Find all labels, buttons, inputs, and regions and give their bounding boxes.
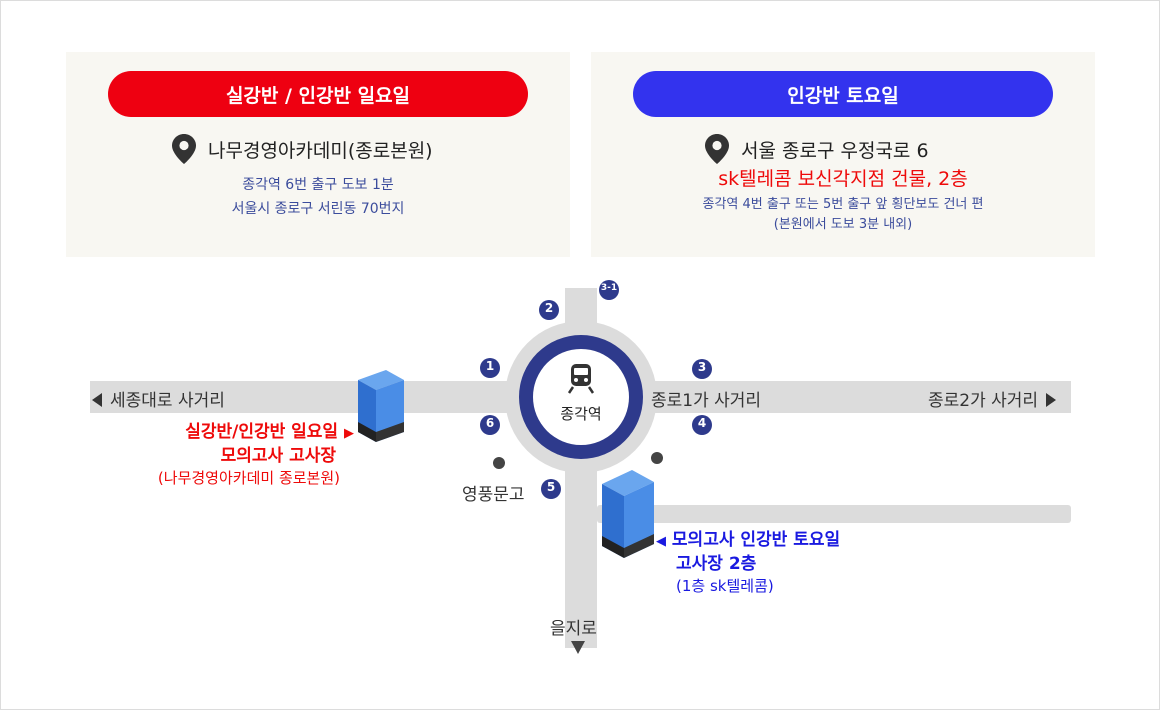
sunday-info-card: 실강반 / 인강반 일요일 나무경영아카데미(종로본원) 종각역 6번 출구 도… bbox=[66, 52, 570, 257]
sunday-venue-note: (나무경영아카데미 종로본원) bbox=[157, 469, 340, 487]
saturday-venue-line1: ◀ 모의고사 인강반 토요일 bbox=[656, 530, 841, 550]
road-side-street bbox=[597, 505, 1071, 523]
location-pin-icon bbox=[705, 134, 729, 164]
south-arrow-icon bbox=[571, 641, 585, 654]
east-arrow-icon bbox=[1046, 393, 1057, 407]
sunday-venue-line1: 실강반/인강반 일요일 ▶ bbox=[185, 422, 354, 442]
sunday-location-row: 나무경영아카데미(종로본원) bbox=[172, 134, 433, 164]
location-pin-icon bbox=[172, 134, 196, 164]
building-icon bbox=[358, 370, 404, 442]
left-arrow-icon: ◀ bbox=[656, 534, 666, 549]
saturday-walk-note: (본원에서 도보 3분 내외) bbox=[773, 217, 913, 232]
saturday-direction-line: 종각역 4번 출구 또는 5번 출구 앞 횡단보도 건너 편 bbox=[702, 197, 984, 212]
exit-number-3-1: 3-1 bbox=[600, 283, 618, 293]
exit-number-4: 4 bbox=[697, 416, 707, 430]
saturday-venue-line2: 고사장 2층 bbox=[676, 554, 757, 574]
exit-number-3: 3 bbox=[697, 360, 707, 374]
landmark-dot bbox=[493, 457, 505, 469]
landmark-label: 영풍문고 bbox=[462, 485, 525, 505]
exit-number-1: 1 bbox=[485, 359, 495, 373]
right-arrow-icon: ▶ bbox=[344, 426, 354, 441]
exit-marker-5 bbox=[541, 479, 561, 499]
building-icon bbox=[602, 470, 654, 558]
sunday-location-name: 나무경영아카데미(종로본원) bbox=[208, 139, 433, 162]
sunday-title-pill: 실강반 / 인강반 일요일 bbox=[108, 71, 528, 117]
sunday-venue-line2: 모의고사 고사장 bbox=[220, 446, 336, 466]
saturday-building-highlight: sk텔레콤 보신각지점 건물, 2층 bbox=[718, 168, 968, 190]
exit-number-2: 2 bbox=[544, 301, 554, 315]
exit-marker-1 bbox=[480, 358, 500, 378]
exit-marker-2 bbox=[539, 300, 559, 320]
station-name: 종각역 bbox=[560, 405, 602, 423]
saturday-venue-label: ◀ 모의고사 인강반 토요일 고사장 2층 (1층 sk텔레콤) bbox=[656, 529, 840, 597]
sunday-direction-line: 종각역 6번 출구 도보 1분 bbox=[242, 177, 394, 193]
exit-marker-3-1 bbox=[599, 280, 619, 300]
exit-number-6: 6 bbox=[485, 416, 495, 430]
saturday-info-card: 인강반 토요일 서울 종로구 우정국로 6 sk텔레콤 보신각지점 건물, 2층… bbox=[591, 52, 1095, 257]
saturday-location-name: 서울 종로구 우정국로 6 bbox=[741, 139, 929, 162]
road-label-west: 세종대로 사거리 bbox=[92, 386, 225, 411]
sunday-venue-label: 실강반/인강반 일요일 ▶ 모의고사 고사장 (나무경영아카데미 종로본원) bbox=[158, 421, 354, 489]
saturday-title-pill: 인강반 토요일 bbox=[633, 71, 1053, 117]
road-label-east-near: 종로1가 사거리 bbox=[651, 391, 762, 411]
exit-number-5: 5 bbox=[546, 480, 556, 494]
road-label-east-far: 종로2가 사거리 bbox=[928, 386, 1057, 411]
saturday-location-row: 서울 종로구 우정국로 6 bbox=[705, 134, 929, 164]
road-label-south: 을지로 bbox=[550, 619, 597, 639]
exit-marker-3 bbox=[692, 359, 712, 379]
train-icon bbox=[567, 364, 595, 394]
exit-marker-4 bbox=[692, 415, 712, 435]
station-core bbox=[533, 349, 629, 445]
saturday-venue-note: (1층 sk텔레콤) bbox=[676, 577, 774, 595]
landmark-dot bbox=[651, 452, 663, 464]
sunday-address-line: 서울시 종로구 서린동 70번지 bbox=[231, 201, 405, 217]
exit-marker-6 bbox=[480, 415, 500, 435]
west-arrow-icon bbox=[92, 393, 102, 407]
